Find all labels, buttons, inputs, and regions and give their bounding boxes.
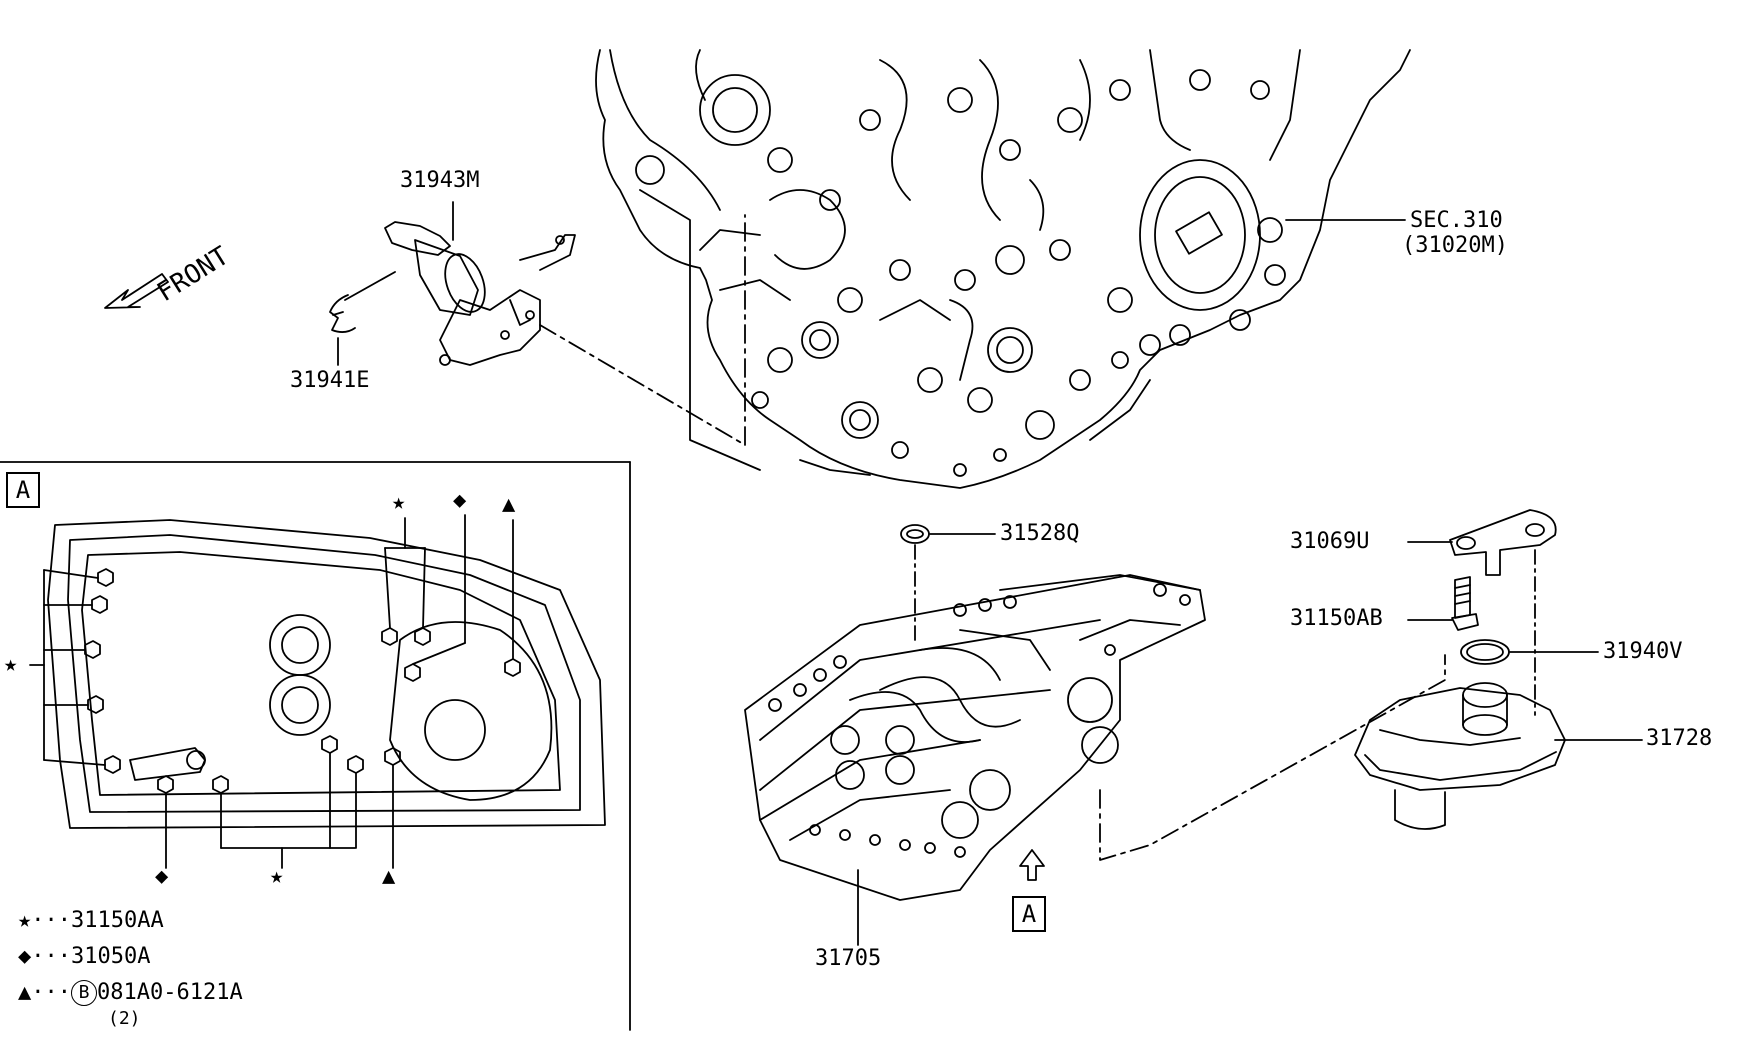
callout-control-valve: 31705: [815, 946, 882, 971]
callout-clip: 31941E: [290, 368, 370, 393]
callout-strainer: 31728: [1646, 726, 1713, 751]
clip-illustration: [329, 294, 356, 333]
legend-triangle-qty: (2): [108, 1008, 141, 1029]
transaxle-case-illustration: [595, 49, 1411, 489]
sensor-dashed-leader: [539, 324, 746, 446]
bracket-bolt-illustration: [1451, 576, 1479, 631]
callout-section-ref: SEC.310: [1410, 208, 1503, 233]
detail-a-frame: [0, 461, 631, 1031]
legend-diamond-part: 31050A: [71, 944, 151, 969]
detail-a-valve-body-outline: [47, 519, 606, 829]
callout-bracket: 31069U: [1290, 529, 1370, 554]
front-arrow-icon: [104, 273, 169, 309]
bracket-illustration: [1449, 509, 1557, 576]
legend-diamond-leader: ···: [31, 944, 71, 969]
strainer-dashed-leader: [1099, 654, 1446, 861]
callout-bracket-bolt: 31150AB: [1290, 606, 1383, 631]
clip-leader: [344, 271, 396, 301]
callout-oring-top: 31528Q: [1000, 521, 1080, 546]
legend-star-symbol: ★: [18, 908, 32, 933]
marker-star-left: ★: [4, 652, 18, 677]
legend-row-star: ★···31150AA: [18, 910, 164, 932]
legend-triangle-part: 081A0-6121A: [97, 980, 243, 1005]
view-a-marker: A: [1012, 896, 1046, 932]
marker-triangle-bottom: ▲: [382, 864, 396, 889]
control-valve-illustration: [744, 574, 1206, 901]
view-arrow-icon: [1019, 849, 1045, 881]
marker-star-top: ★: [392, 490, 406, 515]
callout-strainer-oring: 31940V: [1603, 639, 1683, 664]
oring-top-icon: [900, 524, 930, 544]
callout-sensor: 31943M: [400, 168, 480, 193]
legend-diamond-symbol: ◆: [18, 944, 32, 969]
strainer-oring-icon: [1460, 639, 1510, 665]
sensor-illustration: [384, 221, 576, 366]
legend-circled-b: B: [71, 980, 97, 1006]
legend-star-part: 31150AA: [71, 908, 164, 933]
marker-triangle-top: ▲: [502, 492, 516, 517]
detail-a-leaders: [29, 514, 514, 869]
strainer-illustration: [1354, 682, 1566, 830]
detail-a-marker: A: [6, 472, 40, 508]
marker-star-bottom: ★: [270, 864, 284, 889]
marker-diamond-bottom: ◆: [155, 864, 169, 889]
legend-triangle-symbol: ▲: [18, 980, 32, 1005]
marker-diamond-top: ◆: [453, 488, 467, 513]
legend-triangle-leader: ···: [31, 980, 71, 1005]
legend-row-diamond: ◆···31050A: [18, 946, 150, 968]
legend-star-leader: ···: [31, 908, 71, 933]
callout-section-part: (31020M): [1402, 233, 1508, 258]
